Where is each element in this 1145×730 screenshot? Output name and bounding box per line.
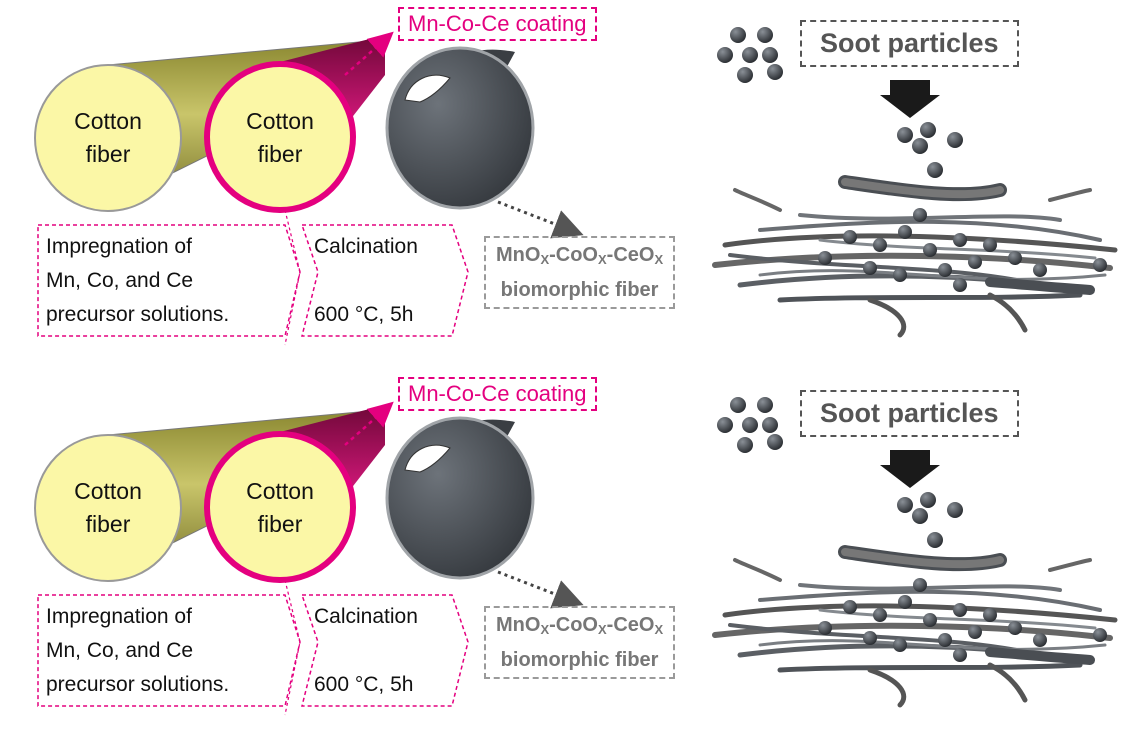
step-line: precursor solutions. <box>46 303 230 326</box>
fiber-label-line: Cotton <box>246 478 314 504</box>
fiber-label-line: Cotton <box>74 108 142 134</box>
cotton-fiber-label-left: Cotton fiber <box>48 105 168 171</box>
coating-label: Mn-Co-Ce coating <box>398 377 597 411</box>
biomorphic-fiber-mat <box>712 175 1118 338</box>
fiber-label-line: fiber <box>85 511 131 537</box>
product-name: biomorphic fiber <box>500 279 659 301</box>
process-illustration <box>34 27 1118 346</box>
step-line: Mn, Co, and Ce <box>46 639 194 662</box>
product-label-box: MnOX-CoOX-CeOX biomorphic fiber <box>484 236 676 309</box>
down-arrow-icon <box>880 450 940 488</box>
product-formula: MnOX-CoOX-CeOX <box>496 244 664 267</box>
cotton-fiber-label-coated: Cotton fiber <box>220 475 340 541</box>
oxide-tube-face <box>385 46 535 210</box>
step-line: precursor solutions. <box>46 673 230 696</box>
step-line: Impregnation of <box>46 605 192 628</box>
step2-box <box>300 224 469 337</box>
step1-box <box>37 224 301 337</box>
step-impregnation: Impregnation of Mn, Co, and Ce precursor… <box>46 600 229 702</box>
oxide-tube-face <box>385 416 535 580</box>
soot-on-mat <box>818 208 1107 292</box>
process-panel-1: Cotton fiber Cotton fiber Mn-Co-Ce coati… <box>0 0 1145 360</box>
soot-falling <box>897 492 963 548</box>
soot-cluster-top <box>717 27 783 83</box>
step-calcination: Calcination 600 °C, 5h <box>314 600 418 702</box>
step-impregnation: Impregnation of Mn, Co, and Ce precursor… <box>46 230 229 332</box>
step-calcination: Calcination 600 °C, 5h <box>314 230 418 332</box>
soot-particles-label: Soot particles <box>800 390 1019 437</box>
product-name: biomorphic fiber <box>500 649 659 671</box>
biomorphic-fiber-mat <box>712 545 1118 708</box>
fiber-label-line: Cotton <box>246 108 314 134</box>
cotton-fiber-label-left: Cotton fiber <box>48 475 168 541</box>
fiber-label-line: fiber <box>257 141 303 167</box>
process-panel-2: Cotton fiber Cotton fiber Mn-Co-Ce coati… <box>0 370 1145 730</box>
product-label-box: MnOX-CoOX-CeOX biomorphic fiber <box>484 606 676 679</box>
product-formula: MnOX-CoOX-CeOX <box>496 614 664 637</box>
soot-on-mat <box>818 578 1107 662</box>
fiber-label-line: fiber <box>257 511 303 537</box>
step-line: Mn, Co, and Ce <box>46 269 194 292</box>
cotton-fiber-face <box>34 434 182 582</box>
soot-cluster-top <box>717 397 783 453</box>
step-line: Calcination <box>314 235 418 258</box>
step-line: Impregnation of <box>46 235 192 258</box>
process-illustration <box>34 397 1118 716</box>
coating-label: Mn-Co-Ce coating <box>398 7 597 41</box>
step-line: 600 °C, 5h <box>314 303 414 326</box>
soot-particles-label: Soot particles <box>800 20 1019 67</box>
step-line: 600 °C, 5h <box>314 673 414 696</box>
coated-fiber-face <box>204 431 356 583</box>
step-line: Calcination <box>314 605 418 628</box>
fiber-label-line: Cotton <box>74 478 142 504</box>
soot-falling <box>897 122 963 178</box>
cotton-fiber-face <box>34 64 182 212</box>
step2-box <box>300 594 469 707</box>
cotton-fiber-label-coated: Cotton fiber <box>220 105 340 171</box>
coated-fiber-face <box>204 61 356 213</box>
step1-box <box>37 594 301 707</box>
fiber-label-line: fiber <box>85 141 131 167</box>
down-arrow-icon <box>880 80 940 118</box>
